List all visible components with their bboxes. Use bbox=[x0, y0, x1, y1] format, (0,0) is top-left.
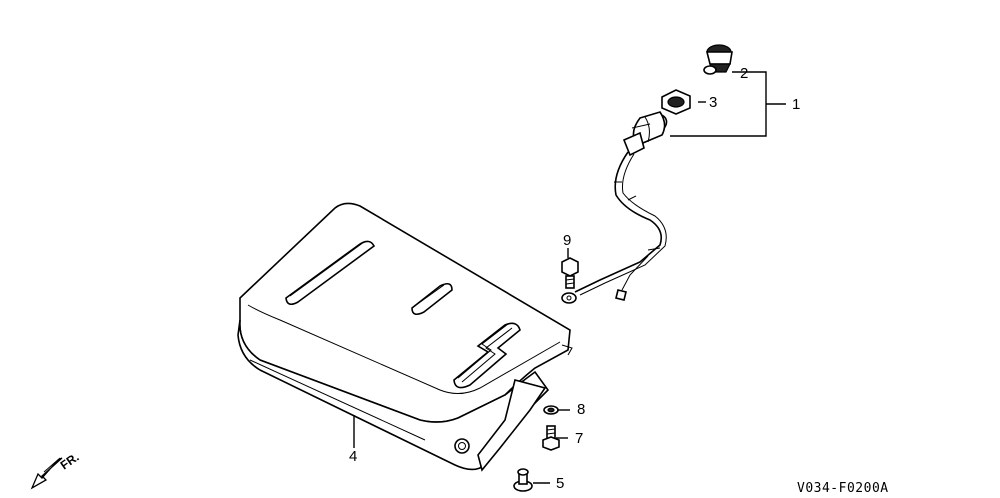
cap-part bbox=[703, 44, 733, 75]
arrow-down-left-icon bbox=[30, 457, 63, 490]
front-direction-indicator: FR. bbox=[30, 450, 82, 490]
socket-harness-part bbox=[561, 111, 668, 304]
nut-part bbox=[661, 89, 691, 115]
callout-5: 5 bbox=[556, 475, 564, 492]
callout-4: 4 bbox=[349, 448, 357, 465]
callout-1: 1 bbox=[792, 96, 800, 113]
callout-7: 7 bbox=[575, 430, 583, 447]
callout-8: 8 bbox=[577, 401, 585, 418]
callout-2: 2 bbox=[740, 65, 748, 82]
cover-part bbox=[237, 202, 573, 472]
front-label: FR. bbox=[58, 450, 82, 473]
bolt-part-7 bbox=[542, 425, 560, 451]
diagram-code: V034-F0200A bbox=[797, 481, 889, 496]
callout-9: 9 bbox=[563, 232, 571, 249]
washer-part-8 bbox=[543, 405, 559, 415]
leader-lines bbox=[353, 71, 786, 484]
screw-part-5 bbox=[513, 468, 533, 492]
callout-3: 3 bbox=[709, 94, 717, 111]
bolt-part-9 bbox=[561, 257, 579, 289]
